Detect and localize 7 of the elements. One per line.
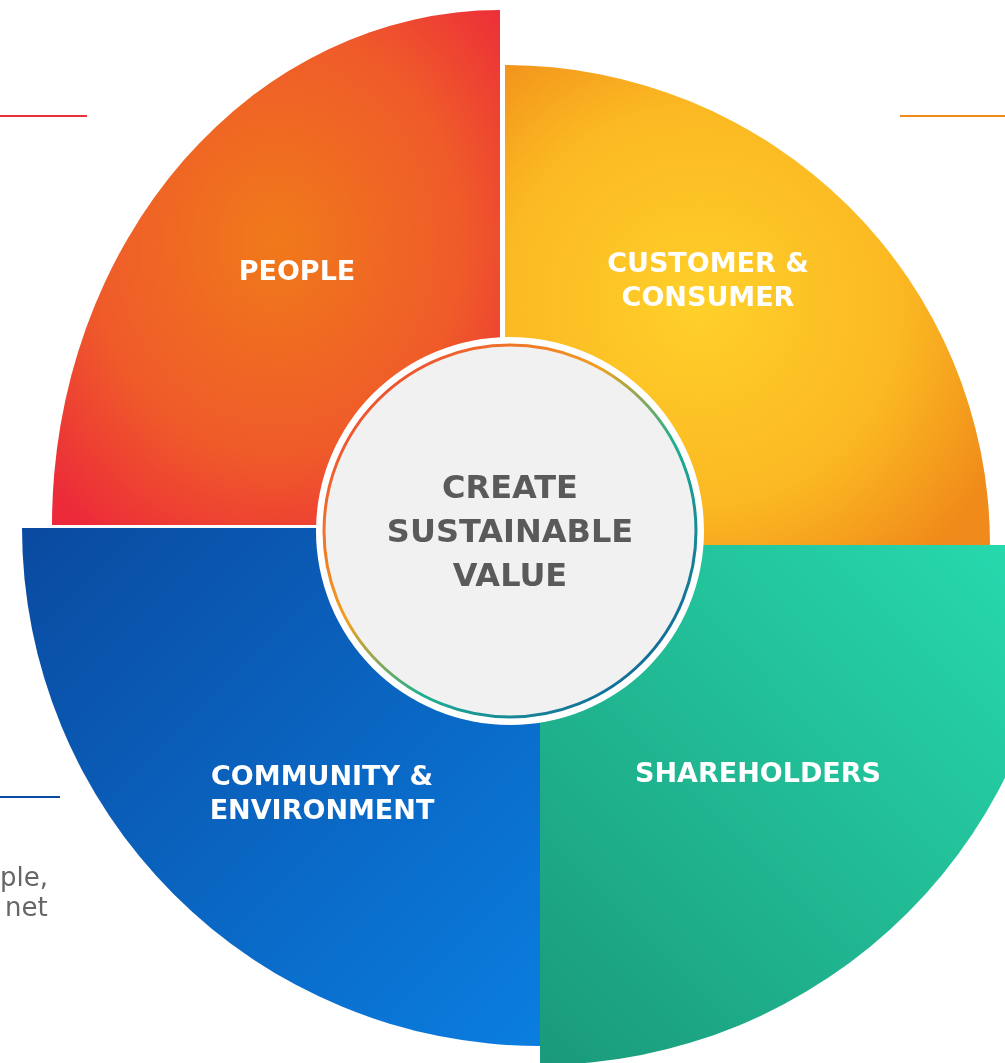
body-text: ple,	[0, 862, 48, 892]
body-text: net	[5, 892, 48, 922]
sector-title: PEOPLE	[237, 254, 357, 288]
center-title: CREATE SUSTAINABLE VALUE	[385, 467, 635, 596]
sector-title: COMMUNITY & ENVIRONMENT	[208, 759, 436, 827]
sector-title: SHAREHOLDERS	[634, 756, 882, 790]
sector-title: CUSTOMER & CONSUMER	[606, 246, 810, 314]
